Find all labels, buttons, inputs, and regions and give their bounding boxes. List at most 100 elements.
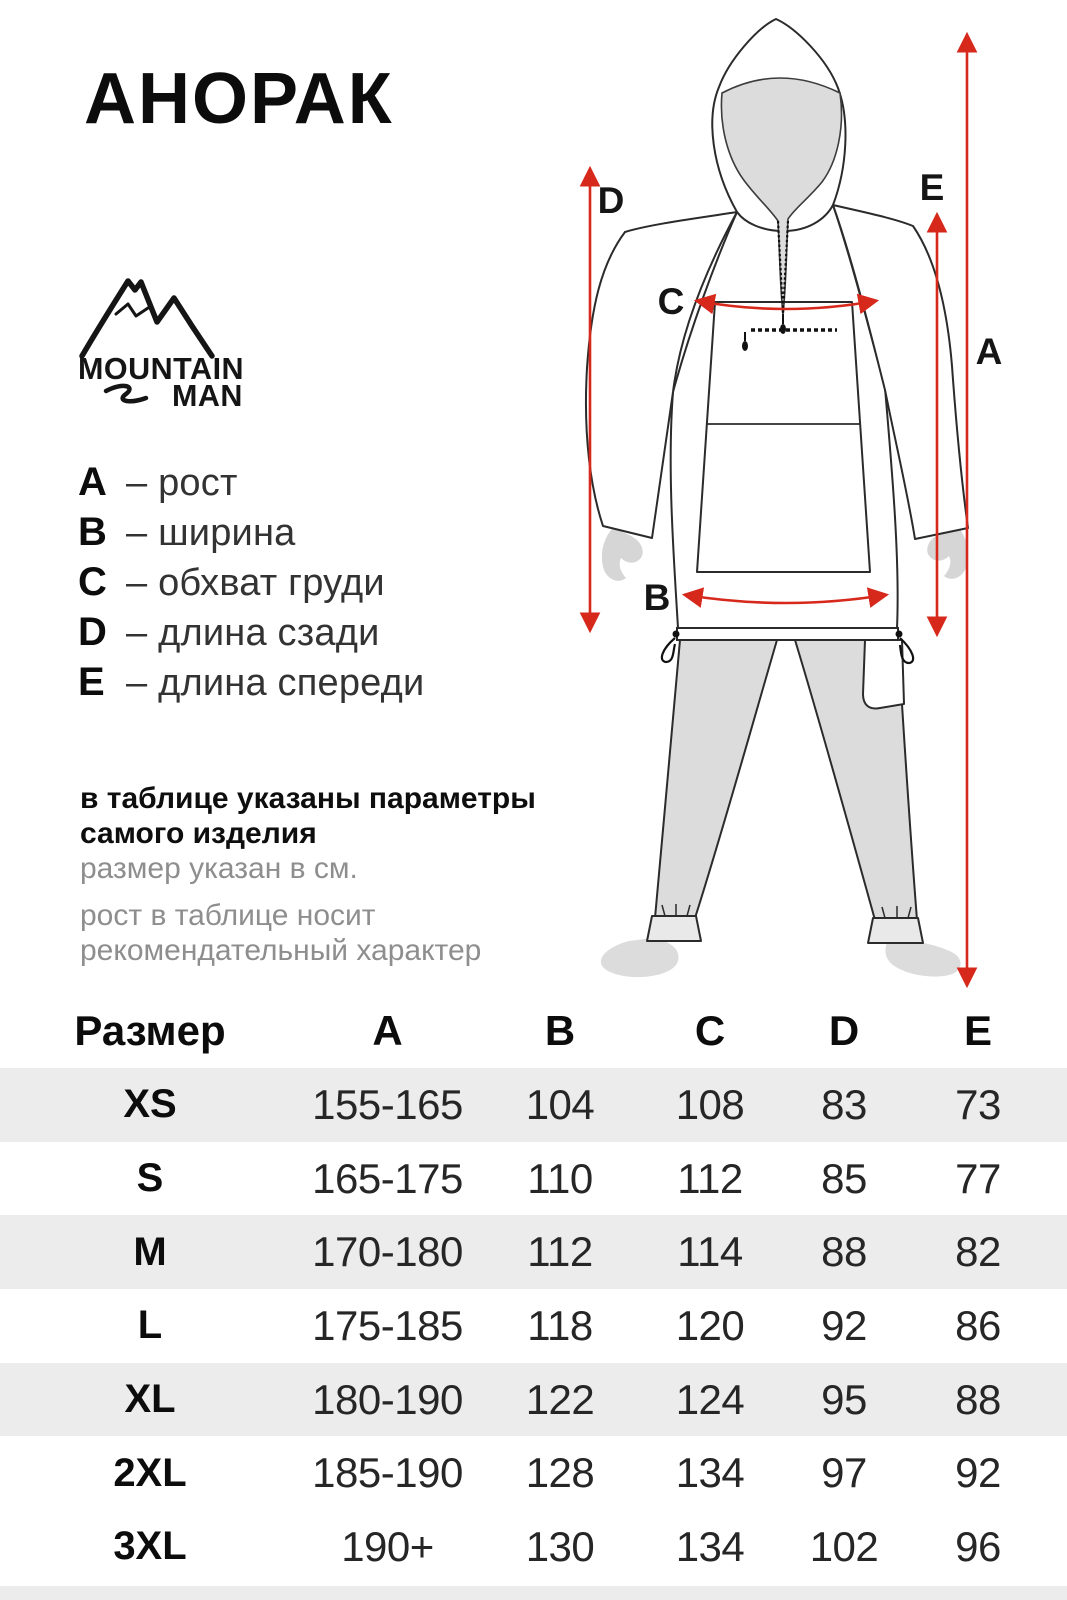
value-cell: 92 bbox=[821, 1301, 867, 1349]
legend-label: – длина сзади bbox=[126, 612, 380, 654]
size-cell: 2XL bbox=[113, 1450, 187, 1495]
size-table-rows: XS 155-165 104 108 83 73 S 165-175 110 1… bbox=[0, 1068, 1067, 1584]
legend-key: E bbox=[78, 660, 105, 704]
pants-cuff bbox=[867, 917, 924, 944]
legend-item: C – обхват груди bbox=[78, 560, 424, 610]
note-product-params: в таблице указаны параметры самого издел… bbox=[80, 782, 536, 850]
legend-item: E – длина спереди bbox=[78, 660, 424, 710]
legend-key: D bbox=[78, 610, 107, 654]
value-cell: 86 bbox=[955, 1301, 1001, 1349]
table-row: M 170-180 112 114 88 82 bbox=[0, 1215, 1067, 1290]
value-cell: 88 bbox=[821, 1228, 867, 1276]
value-cell: 112 bbox=[677, 1154, 743, 1202]
size-cell: XL bbox=[124, 1377, 176, 1422]
value-cell: 83 bbox=[821, 1080, 867, 1128]
brand-name-line1: MOUNTAIN bbox=[78, 352, 244, 386]
legend-label: – рост bbox=[126, 462, 238, 504]
size-cell: M bbox=[133, 1229, 167, 1274]
bottom-strip bbox=[0, 1586, 1067, 1600]
drawcord-toggle bbox=[895, 630, 903, 638]
value-cell: 165-175 bbox=[312, 1154, 463, 1202]
value-cell: 175-185 bbox=[312, 1301, 463, 1349]
value-cell: 170-180 bbox=[312, 1228, 463, 1276]
value-cell: 112 bbox=[527, 1228, 593, 1276]
arrow-labels: D E A C B bbox=[598, 167, 1003, 618]
legend-label: – обхват груди bbox=[126, 562, 385, 604]
label-E: E bbox=[920, 167, 945, 208]
legend-key: B bbox=[78, 510, 107, 554]
value-cell: 73 bbox=[955, 1080, 1001, 1128]
value-cell: 122 bbox=[525, 1375, 595, 1423]
value-cell: 128 bbox=[525, 1449, 595, 1497]
col-header-A: A bbox=[372, 1007, 403, 1054]
legend-key: A bbox=[78, 460, 107, 504]
col-header-size: Размер bbox=[74, 1007, 226, 1054]
brand-squiggle-icon bbox=[103, 383, 149, 404]
col-header-C: C bbox=[694, 1007, 726, 1054]
anorak-measurement-diagram: D E A C B bbox=[579, 18, 1003, 989]
col-header-D: D bbox=[828, 1007, 860, 1054]
legend-label: – длина спереди bbox=[126, 662, 425, 704]
feet bbox=[600, 938, 961, 978]
brand-logo: MOUNTAIN MAN bbox=[78, 278, 244, 412]
value-cell: 124 bbox=[675, 1375, 745, 1423]
col-header-E: E bbox=[963, 1007, 992, 1054]
zipper-pull bbox=[780, 324, 786, 334]
arrow-B bbox=[681, 587, 890, 608]
table-row: XL 180-190 122 124 95 88 bbox=[0, 1362, 1067, 1437]
hood bbox=[711, 18, 847, 334]
value-cell: 185-190 bbox=[312, 1449, 463, 1497]
size-cell: L bbox=[137, 1303, 163, 1348]
value-cell: 110 bbox=[527, 1154, 593, 1202]
table-row: XS 155-165 104 108 83 73 bbox=[0, 1068, 1067, 1142]
mountains-icon bbox=[79, 278, 215, 359]
table-row: 3XL 190+ 130 134 102 96 bbox=[0, 1510, 1067, 1584]
arrow-C bbox=[693, 293, 880, 315]
value-cell: 118 bbox=[527, 1301, 593, 1349]
size-table: Размер A B C D E XS 155-165 104 108 83 7… bbox=[0, 994, 1067, 1584]
note-height-recommendation: рост в таблице носит рекомендательный ха… bbox=[80, 899, 482, 967]
measurement-legend: A – рост B – ширина C – обхват груди D –… bbox=[78, 460, 424, 710]
legend-key: C bbox=[78, 560, 107, 604]
size-cell: 3XL bbox=[113, 1524, 187, 1569]
value-cell: 120 bbox=[675, 1301, 745, 1349]
legend-item: B – ширина bbox=[78, 510, 424, 560]
value-cell: 180-190 bbox=[312, 1375, 463, 1423]
pants-cuff bbox=[646, 915, 702, 942]
value-cell: 155-165 bbox=[312, 1080, 463, 1128]
kangaroo-pocket bbox=[696, 301, 871, 573]
value-cell: 82 bbox=[955, 1228, 1001, 1276]
label-C: C bbox=[658, 281, 685, 322]
value-cell: 96 bbox=[955, 1522, 1001, 1570]
col-header-B: B bbox=[544, 1007, 576, 1054]
value-cell: 85 bbox=[821, 1154, 867, 1202]
value-cell: 92 bbox=[955, 1449, 1001, 1497]
legend-label: – ширина bbox=[126, 512, 296, 554]
value-cell: 88 bbox=[955, 1375, 1001, 1423]
label-A: A bbox=[976, 331, 1003, 372]
value-cell: 130 bbox=[525, 1522, 595, 1570]
value-cell: 114 bbox=[677, 1228, 743, 1276]
measurement-arrows bbox=[579, 31, 978, 989]
value-cell: 97 bbox=[821, 1449, 867, 1497]
zipper-pull bbox=[742, 341, 748, 351]
value-cell: 134 bbox=[675, 1522, 745, 1570]
hem-band bbox=[660, 627, 915, 665]
label-B: B bbox=[644, 577, 671, 618]
page-title: АНОРАК bbox=[84, 59, 394, 139]
table-row: S 165-175 110 112 85 77 bbox=[0, 1142, 1067, 1216]
size-cell: S bbox=[136, 1156, 164, 1201]
brand-name-line2: MAN bbox=[172, 379, 243, 412]
note-units: размер указан в см. bbox=[80, 852, 358, 885]
table-row: 2XL 185-190 128 134 97 92 bbox=[0, 1436, 1067, 1510]
value-cell: 77 bbox=[955, 1154, 1001, 1202]
legend-item: A – рост bbox=[78, 460, 424, 510]
value-cell: 108 bbox=[675, 1080, 745, 1128]
size-cell: XS bbox=[123, 1082, 177, 1127]
value-cell: 134 bbox=[675, 1449, 745, 1497]
drawcord-toggle bbox=[672, 630, 680, 638]
size-table-header: Размер A B C D E bbox=[0, 994, 1067, 1068]
value-cell: 102 bbox=[809, 1522, 879, 1570]
table-row: L 175-185 118 120 92 86 bbox=[0, 1289, 1067, 1363]
